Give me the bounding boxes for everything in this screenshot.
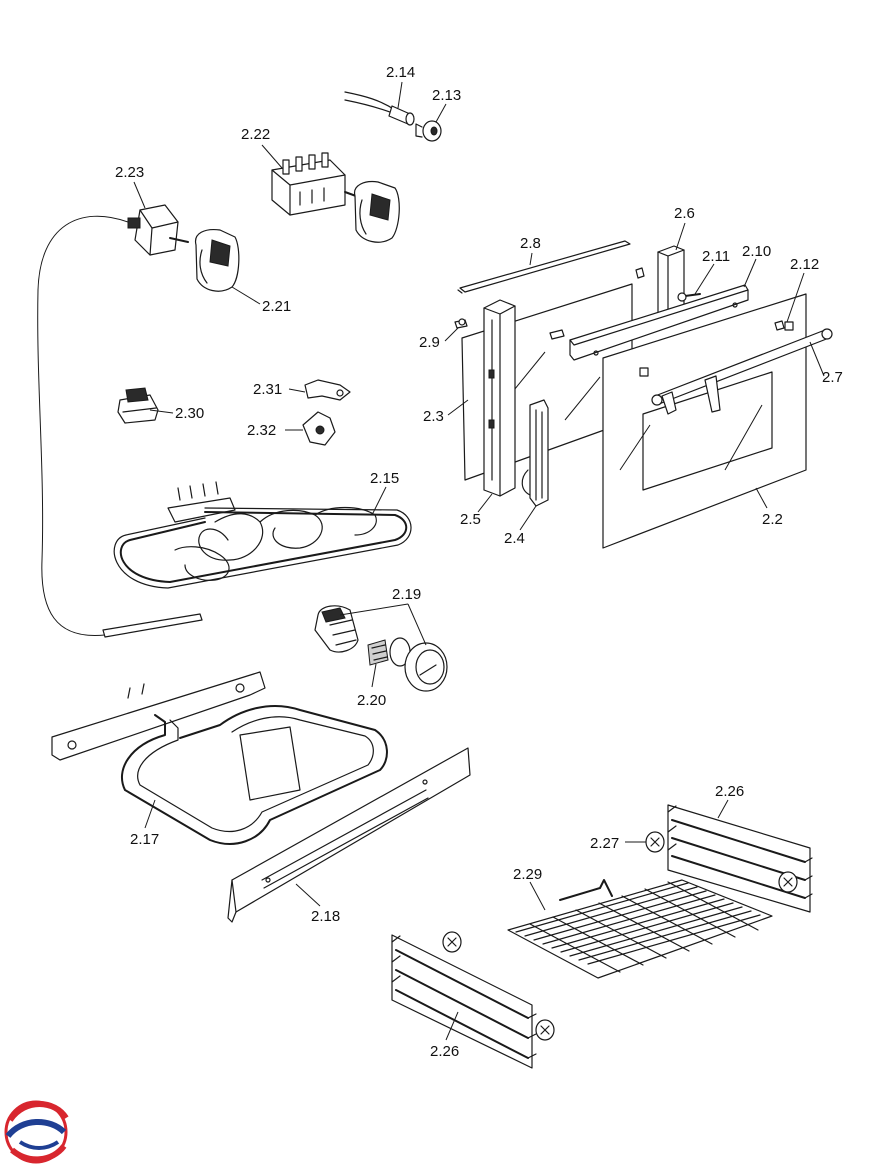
label-2-17: 2.17 xyxy=(130,831,159,848)
label-2-32: 2.32 xyxy=(247,422,276,439)
part-2-11-screw xyxy=(677,292,701,302)
part-2-8-top-trim xyxy=(457,240,631,294)
part-2-19-lamp-holder xyxy=(314,605,448,692)
label-2-15: 2.15 xyxy=(370,470,399,487)
part-2-29-oven-shelf xyxy=(507,879,773,979)
label-2-9: 2.9 xyxy=(419,334,440,351)
label-2-7: 2.7 xyxy=(822,369,843,386)
part-2-17-bottom-element xyxy=(51,671,388,845)
label-2-18: 2.18 xyxy=(311,908,340,925)
part-2-26-side-rail-right xyxy=(645,804,813,913)
part-2-21-thermostat-knob xyxy=(194,228,240,292)
part-labels: 2.14 2.13 2.22 2.23 2.21 2.6 2.8 2.11 2.… xyxy=(115,64,843,1060)
label-2-5: 2.5 xyxy=(460,511,481,528)
label-2-21: 2.21 xyxy=(262,298,291,315)
part-2-22-knob xyxy=(353,180,400,243)
leader-lines xyxy=(133,81,825,1041)
label-2-27: 2.27 xyxy=(590,835,619,852)
label-2-19: 2.19 xyxy=(392,586,421,603)
label-2-31: 2.31 xyxy=(253,381,282,398)
label-2-12: 2.12 xyxy=(790,256,819,273)
part-2-18-cover-strip xyxy=(227,747,471,923)
label-2-3: 2.3 xyxy=(423,408,444,425)
part-2-9-pin xyxy=(454,318,468,329)
label-2-20: 2.20 xyxy=(357,692,386,709)
part-2-10-glass-frame xyxy=(549,284,749,361)
label-2-26-bottom: 2.26 xyxy=(430,1043,459,1060)
part-2-30-clip xyxy=(117,387,159,424)
label-2-26-top: 2.26 xyxy=(715,783,744,800)
label-2-14: 2.14 xyxy=(386,64,415,81)
part-2-14-lamp-wire xyxy=(344,91,415,126)
part-2-12-screw xyxy=(774,320,785,331)
part-2-23-thermostat xyxy=(37,204,203,638)
label-2-11: 2.11 xyxy=(702,248,730,265)
label-2-13: 2.13 xyxy=(432,87,461,104)
part-2-13-lamp-button xyxy=(415,120,442,142)
label-2-22: 2.22 xyxy=(241,126,270,143)
part-2-22-selector-switch xyxy=(271,152,357,216)
label-2-10: 2.10 xyxy=(742,243,771,260)
part-2-26-side-rail-left xyxy=(391,931,555,1069)
label-2-4: 2.4 xyxy=(504,530,525,547)
label-2-6: 2.6 xyxy=(674,205,695,222)
label-2-30: 2.30 xyxy=(175,405,204,422)
part-2-31-bracket xyxy=(304,379,351,401)
part-2-5-hinge-left xyxy=(483,299,516,497)
label-2-2: 2.2 xyxy=(762,511,783,528)
label-2-29: 2.29 xyxy=(513,866,542,883)
label-2-23: 2.23 xyxy=(115,164,144,181)
brand-logo xyxy=(4,1100,69,1164)
part-2-15-grill-element xyxy=(113,481,412,589)
part-2-32-roller xyxy=(302,411,336,446)
part-2-4-hinge xyxy=(521,399,549,507)
label-2-8: 2.8 xyxy=(520,235,541,252)
part-2-7-door-handle xyxy=(651,328,833,415)
